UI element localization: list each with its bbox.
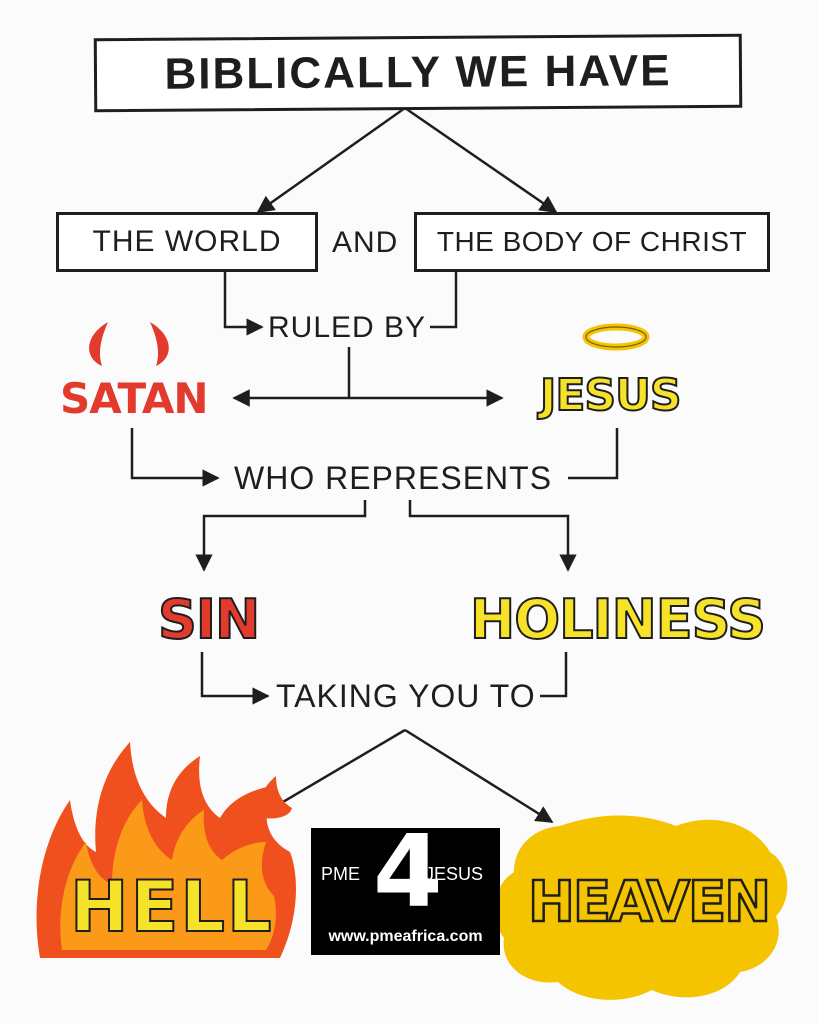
arrow-world-to-ruled (223, 272, 264, 336)
sin-label: SIN (157, 587, 261, 652)
body-of-christ-box: THE BODY OF CHRIST (414, 212, 770, 272)
line-jesus-to-represents (568, 428, 619, 480)
title-box: BIBLICALLY WE HAVE (93, 33, 743, 113)
page-title: BIBLICALLY WE HAVE (164, 46, 672, 99)
hell-label: HELL (69, 865, 274, 949)
logo-left-text: PME (321, 864, 361, 884)
and-label: AND (332, 226, 399, 259)
satan-label: SATAN (60, 374, 209, 423)
arrow-satan-to-represents (130, 428, 220, 487)
taking-you-to-label: TAKING YOU TO (276, 678, 536, 714)
arrow-represents-to-holiness (408, 500, 577, 572)
arrow-taking-to-heaven (404, 728, 554, 824)
arrow-sin-to-taking (200, 652, 270, 705)
cloud-icon (494, 815, 788, 1000)
heaven-label: HEAVEN (527, 869, 773, 937)
jesus-label: JESUS (539, 369, 683, 422)
holiness-label: HOLINESS (469, 587, 767, 652)
pme-logo: PME 4 JESUS www.pmeafrica.com (311, 828, 500, 955)
line-body-to-ruled (430, 272, 458, 329)
arrow-title-to-world (256, 106, 406, 214)
arrow-title-to-body (404, 106, 558, 214)
world-label: THE WORLD (92, 225, 282, 258)
ruled-by-label: RULED BY (268, 311, 427, 344)
body-of-christ-label: THE BODY OF CHRIST (436, 226, 748, 257)
logo-right-text: JESUS (425, 864, 484, 884)
who-represents-label: WHO REPRESENTS (234, 460, 553, 496)
devil-horns-icon (89, 322, 169, 366)
arrow-represents-to-sin (195, 500, 367, 572)
flames-icon (36, 742, 296, 958)
logo-url[interactable]: www.pmeafrica.com (328, 928, 483, 945)
world-box: THE WORLD (56, 212, 318, 272)
line-holiness-to-taking (540, 652, 568, 698)
logo-number: 4 (373, 828, 443, 930)
